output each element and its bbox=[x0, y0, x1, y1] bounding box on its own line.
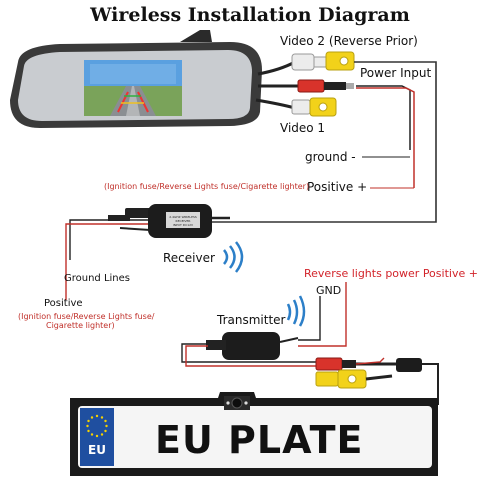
gnd-label: GND bbox=[316, 284, 342, 297]
transmitter-signal-icon bbox=[298, 295, 306, 327]
ground-label: ground - bbox=[305, 150, 356, 164]
receiver-label: Receiver bbox=[163, 251, 215, 265]
transmitter-label: Transmitter bbox=[217, 313, 286, 327]
diagram-title: Wireless Installation Diagram bbox=[90, 4, 410, 26]
svg-text:2.4GHZ WIRELESS: 2.4GHZ WIRELESS bbox=[169, 215, 197, 219]
receiver-fuse-note-line2: Cigarette lighter) bbox=[46, 321, 115, 330]
video1-label: Video 1 bbox=[280, 121, 326, 135]
svg-text:INPUT DC12V: INPUT DC12V bbox=[173, 223, 194, 227]
plate-text: EU PLATE bbox=[155, 418, 364, 462]
camera-lens-icon bbox=[231, 397, 243, 409]
transmitter-module bbox=[181, 282, 439, 405]
mirror-fuse-note: (Ignition fuse/Reverse Lights fuse/Cigar… bbox=[104, 182, 310, 191]
video2-label: Video 2 (Reverse Prior) bbox=[280, 34, 418, 48]
rearview-mirror-monitor bbox=[10, 30, 262, 128]
power-input-label: Power Input bbox=[360, 66, 432, 80]
eu-stars-icon bbox=[86, 414, 108, 438]
receiver-module: 2.4GHZ WIRELESS RECEIVER INPUT DC12V bbox=[65, 204, 244, 300]
reverse-power-label: Reverse lights power Positive + bbox=[304, 267, 478, 280]
receiver-signal-icon bbox=[223, 249, 229, 265]
mirror-cables bbox=[208, 51, 437, 223]
positive-label: Positive + bbox=[307, 180, 368, 194]
ground-lines-label: Ground Lines bbox=[64, 273, 131, 284]
svg-text:RECEIVER: RECEIVER bbox=[176, 219, 191, 223]
plate-country-code: EU bbox=[88, 443, 106, 457]
receiver-fuse-note-line1: (Ignition fuse/Reverse Lights fuse/ bbox=[18, 312, 155, 321]
receiver-positive-label: Positive bbox=[44, 298, 83, 309]
license-plate-frame bbox=[70, 392, 438, 476]
